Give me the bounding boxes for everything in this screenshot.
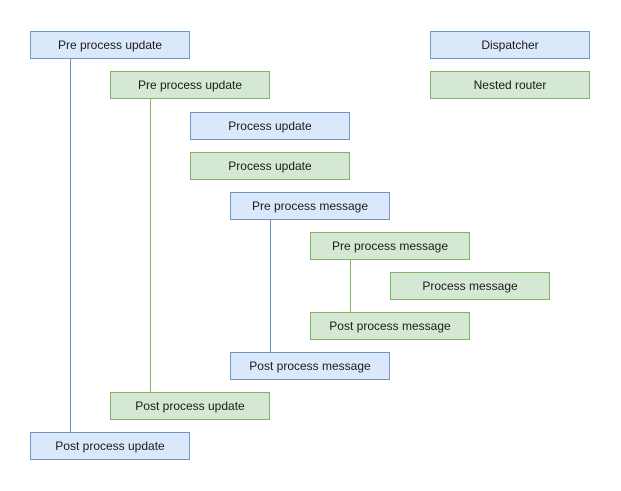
- node-post-process-message-router[interactable]: Post process message: [310, 312, 470, 340]
- connector-line-pre-update-router: [150, 99, 151, 392]
- node-post-process-update-dispatcher[interactable]: Post process update: [30, 432, 190, 460]
- legend-item-dispatcher: Dispatcher: [430, 31, 590, 59]
- node-pre-process-update-dispatcher[interactable]: Pre process update: [30, 31, 190, 59]
- node-pre-process-message-router[interactable]: Pre process message: [310, 232, 470, 260]
- connector-line-pre-message-router: [350, 260, 351, 312]
- node-post-process-update-router[interactable]: Post process update: [110, 392, 270, 420]
- node-post-process-message-dispatcher[interactable]: Post process message: [230, 352, 390, 380]
- connector-line-pre-update-dispatcher: [70, 59, 71, 432]
- node-process-message-router[interactable]: Process message: [390, 272, 550, 300]
- node-process-update-dispatcher[interactable]: Process update: [190, 112, 350, 140]
- node-pre-process-update-router[interactable]: Pre process update: [110, 71, 270, 99]
- node-pre-process-message-dispatcher[interactable]: Pre process message: [230, 192, 390, 220]
- legend-item-nested-router: Nested router: [430, 71, 590, 99]
- connector-line-pre-message-dispatcher: [270, 220, 271, 352]
- node-process-update-router[interactable]: Process update: [190, 152, 350, 180]
